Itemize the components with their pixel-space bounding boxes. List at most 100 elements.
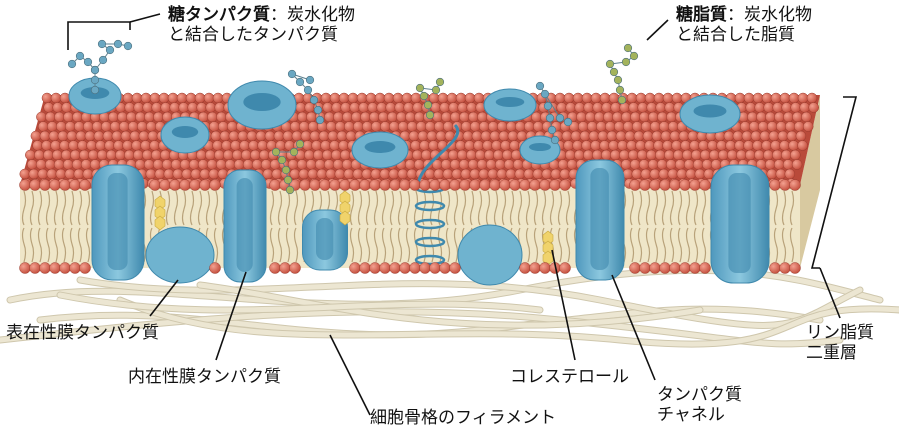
phospholipid-head [599,140,610,151]
sugar-unit [313,105,323,115]
phospholipid-head [626,140,637,151]
phospholipid-head [53,159,65,170]
phospholipid-head [396,111,407,123]
phospholipid-head [342,111,353,123]
phospholipid-head [766,121,778,132]
phospholipid-head [669,130,681,142]
phospholipid-head [797,140,808,151]
front-upper-head [409,179,421,191]
phospholipid-head [763,149,774,161]
phospholipid-head [784,168,796,180]
phospholipid-head [592,102,603,113]
phospholipid-head [120,130,132,142]
phospholipid-head [680,140,691,151]
phospholipid-head [808,102,819,113]
phospholipid-head [665,159,677,170]
phospholipid-head [97,149,108,161]
phospholipid-head [572,92,584,104]
phospholipid-head [494,159,506,170]
phospholipid-head [606,130,618,142]
phospholipid-head [41,140,52,151]
phospholipid-head [52,102,63,113]
phospholipid-head [151,149,162,161]
phospholipid-head [345,130,357,142]
tail-upper [645,190,651,226]
sugar-unit [555,113,565,123]
phospholipid-head [196,149,207,161]
phospholipid-head [48,130,60,142]
front-upper-head [699,179,711,191]
phospholipid-head [741,130,753,142]
phospholipid-head [666,111,677,123]
front-lower-head [559,262,571,274]
phospholipid-head [775,121,787,132]
helix-turn [414,254,446,266]
tail-lower [277,227,283,263]
sugar-unit [423,100,433,110]
phospholipid-head [532,121,544,132]
pointer-line [819,267,841,319]
phospholipid-head [768,130,780,142]
phospholipid-head [206,159,218,170]
phospholipid-head [649,121,661,132]
front-upper-head [439,179,451,191]
label-protein-channel: タンパク質 チャネル [657,385,742,425]
front-upper-head [789,179,801,191]
phospholipid-head [475,149,486,161]
pointer-line [149,279,179,317]
channel-groove [316,218,334,260]
phospholipid-head [739,121,751,132]
filament [197,282,703,328]
phospholipid-head [613,121,625,132]
tail-upper [301,190,307,226]
phospholipid-head [246,130,258,142]
phospholipid-head [692,159,704,170]
phospholipid-head [169,102,180,113]
helix-turn [414,218,446,230]
phospholipid-head [457,149,468,161]
phospholipid-head [660,130,672,142]
front-upper-head [159,179,171,191]
phospholipid-head [54,111,65,123]
phospholipid-head [700,149,711,161]
phospholipid-head [595,121,607,132]
phospholipid-head [46,121,58,132]
phospholipid-head [412,102,423,113]
tail-upper [149,190,155,226]
phospholipid-head [653,140,664,151]
phospholipid-head [745,102,756,113]
phospholipid-head [792,111,803,123]
phospholipid-head [406,168,418,180]
phospholipid-head [343,121,355,132]
sugar-unit [435,77,445,87]
tail-lower [661,227,667,263]
phospholipid-head [440,159,452,170]
phospholipid-head [298,168,310,180]
phospholipid-head [459,111,470,123]
phospholipid-head [333,111,344,123]
sugar-unit [295,77,305,87]
front-lower-head [19,262,31,274]
phospholipid-head [460,168,472,180]
tail-lower [445,227,451,263]
pointer-line [329,334,371,416]
label-glycolipid-bold: 糖脂質 [676,5,727,25]
phospholipid-head [37,168,49,180]
phospholipid-head [392,92,404,104]
phospholipid-head [469,168,481,180]
phospholipid-head [723,130,735,142]
tail-upper [693,190,699,226]
helix-turn [414,200,446,212]
front-upper-head [529,179,541,191]
phospholipid-head [365,92,377,104]
phospholipid-head [322,102,333,113]
phospholipid-head [379,121,391,132]
phospholipid-head [586,121,598,132]
phospholipid-head [608,140,619,151]
phospholipid-head [291,130,303,142]
tail-upper [637,190,643,226]
phospholipid-head [343,168,355,180]
phospholipid-head [694,168,706,180]
phospholipid-head [781,149,792,161]
carbohydrate-chains [67,39,639,195]
